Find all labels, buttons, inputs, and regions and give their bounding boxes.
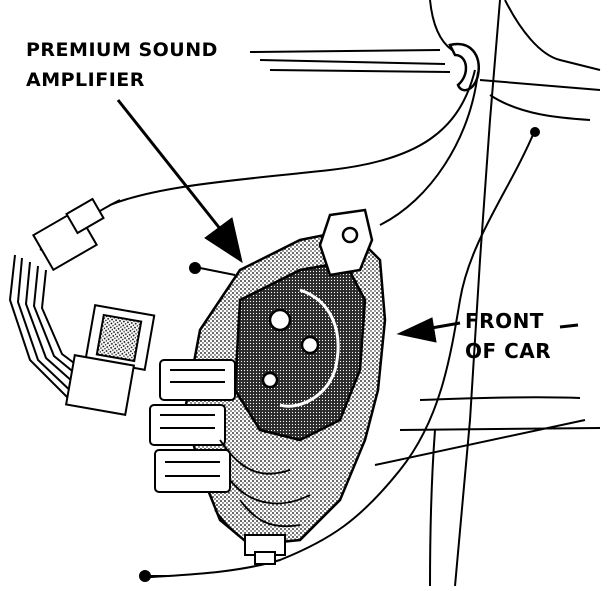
connector-bundle [8,197,156,416]
amplifier-unit [183,208,387,547]
front-of-car-arrow [396,317,579,343]
amplifier-label-line1: PREMIUM SOUND [26,39,218,61]
wire-clutter [214,439,311,549]
amplifier-pointer-arrow [116,99,243,264]
front-of-car-label-line2: OF CAR [465,339,552,363]
amplifier-label-line2: AMPLIFIER [26,69,145,91]
mounting-screws [139,127,540,582]
body-clip [448,42,481,92]
mounting-bracket [244,534,286,565]
front-of-car-label-line1: FRONT [465,309,544,333]
amplifier-plugs [149,359,236,493]
